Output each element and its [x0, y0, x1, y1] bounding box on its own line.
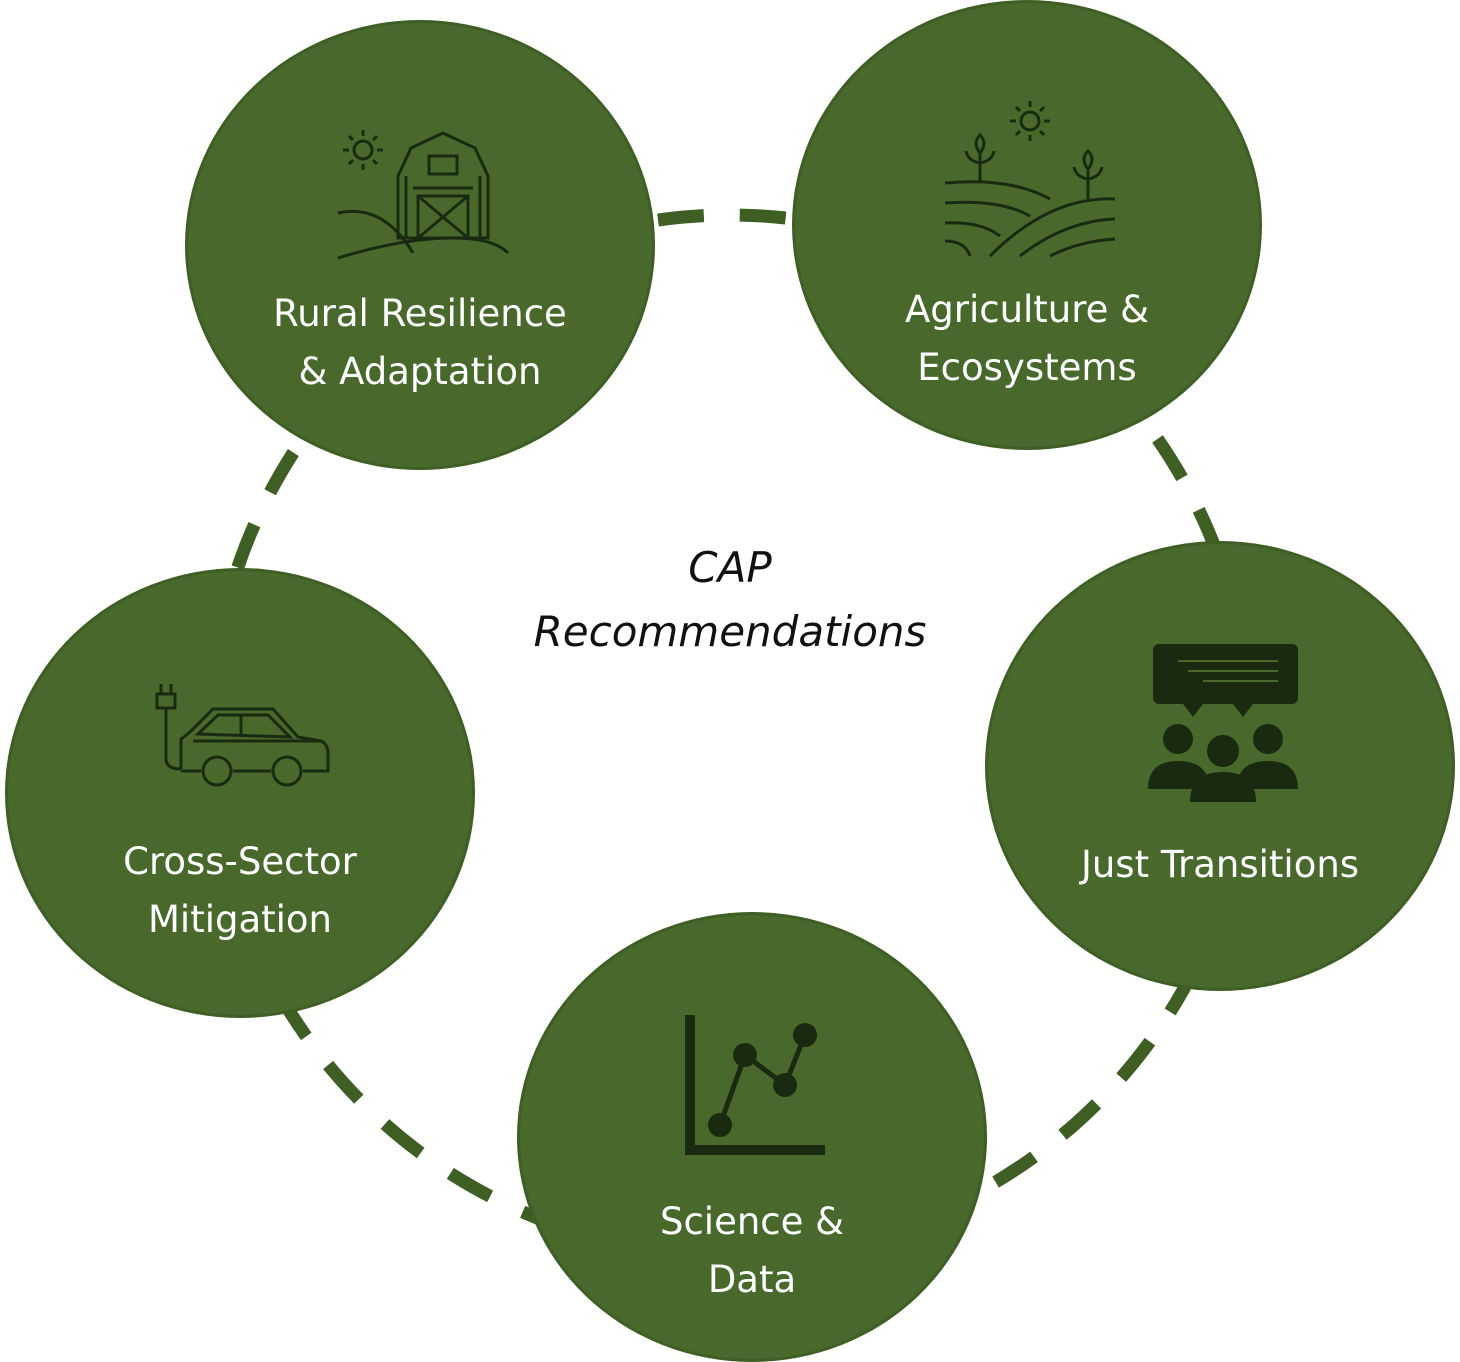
- node-cross-sector-mitigation-label: Cross-Sector Mitigation: [123, 840, 357, 941]
- farmland-icon: [944, 101, 1116, 258]
- node-cross-sector-mitigation: Cross-Sector Mitigation: [5, 568, 475, 1018]
- node-science-data-label: Science & Data: [659, 1200, 845, 1301]
- center-title-line1: CAP: [688, 543, 772, 592]
- node-rural-resilience: Rural Resilience & Adaptation: [185, 20, 655, 470]
- line-chart-icon: [685, 1015, 825, 1155]
- node-science-data: Science & Data: [517, 912, 987, 1362]
- node-just-transitions-label: Just Transitions: [1080, 843, 1360, 886]
- barn-icon: [337, 130, 510, 260]
- node-rural-resilience-label: Rural Resilience & Adaptation: [273, 292, 567, 393]
- community-dialogue-icon: [1148, 644, 1298, 802]
- center-title: CAP Recommendations: [480, 536, 980, 664]
- electric-car-icon: [155, 684, 330, 787]
- node-agriculture-ecosystems-label: Agriculture & Ecosystems: [904, 288, 1150, 389]
- node-agriculture-ecosystems: Agriculture & Ecosystems: [792, 0, 1262, 450]
- node-just-transitions: Just Transitions: [985, 541, 1455, 991]
- center-title-line2: Recommendations: [533, 607, 927, 656]
